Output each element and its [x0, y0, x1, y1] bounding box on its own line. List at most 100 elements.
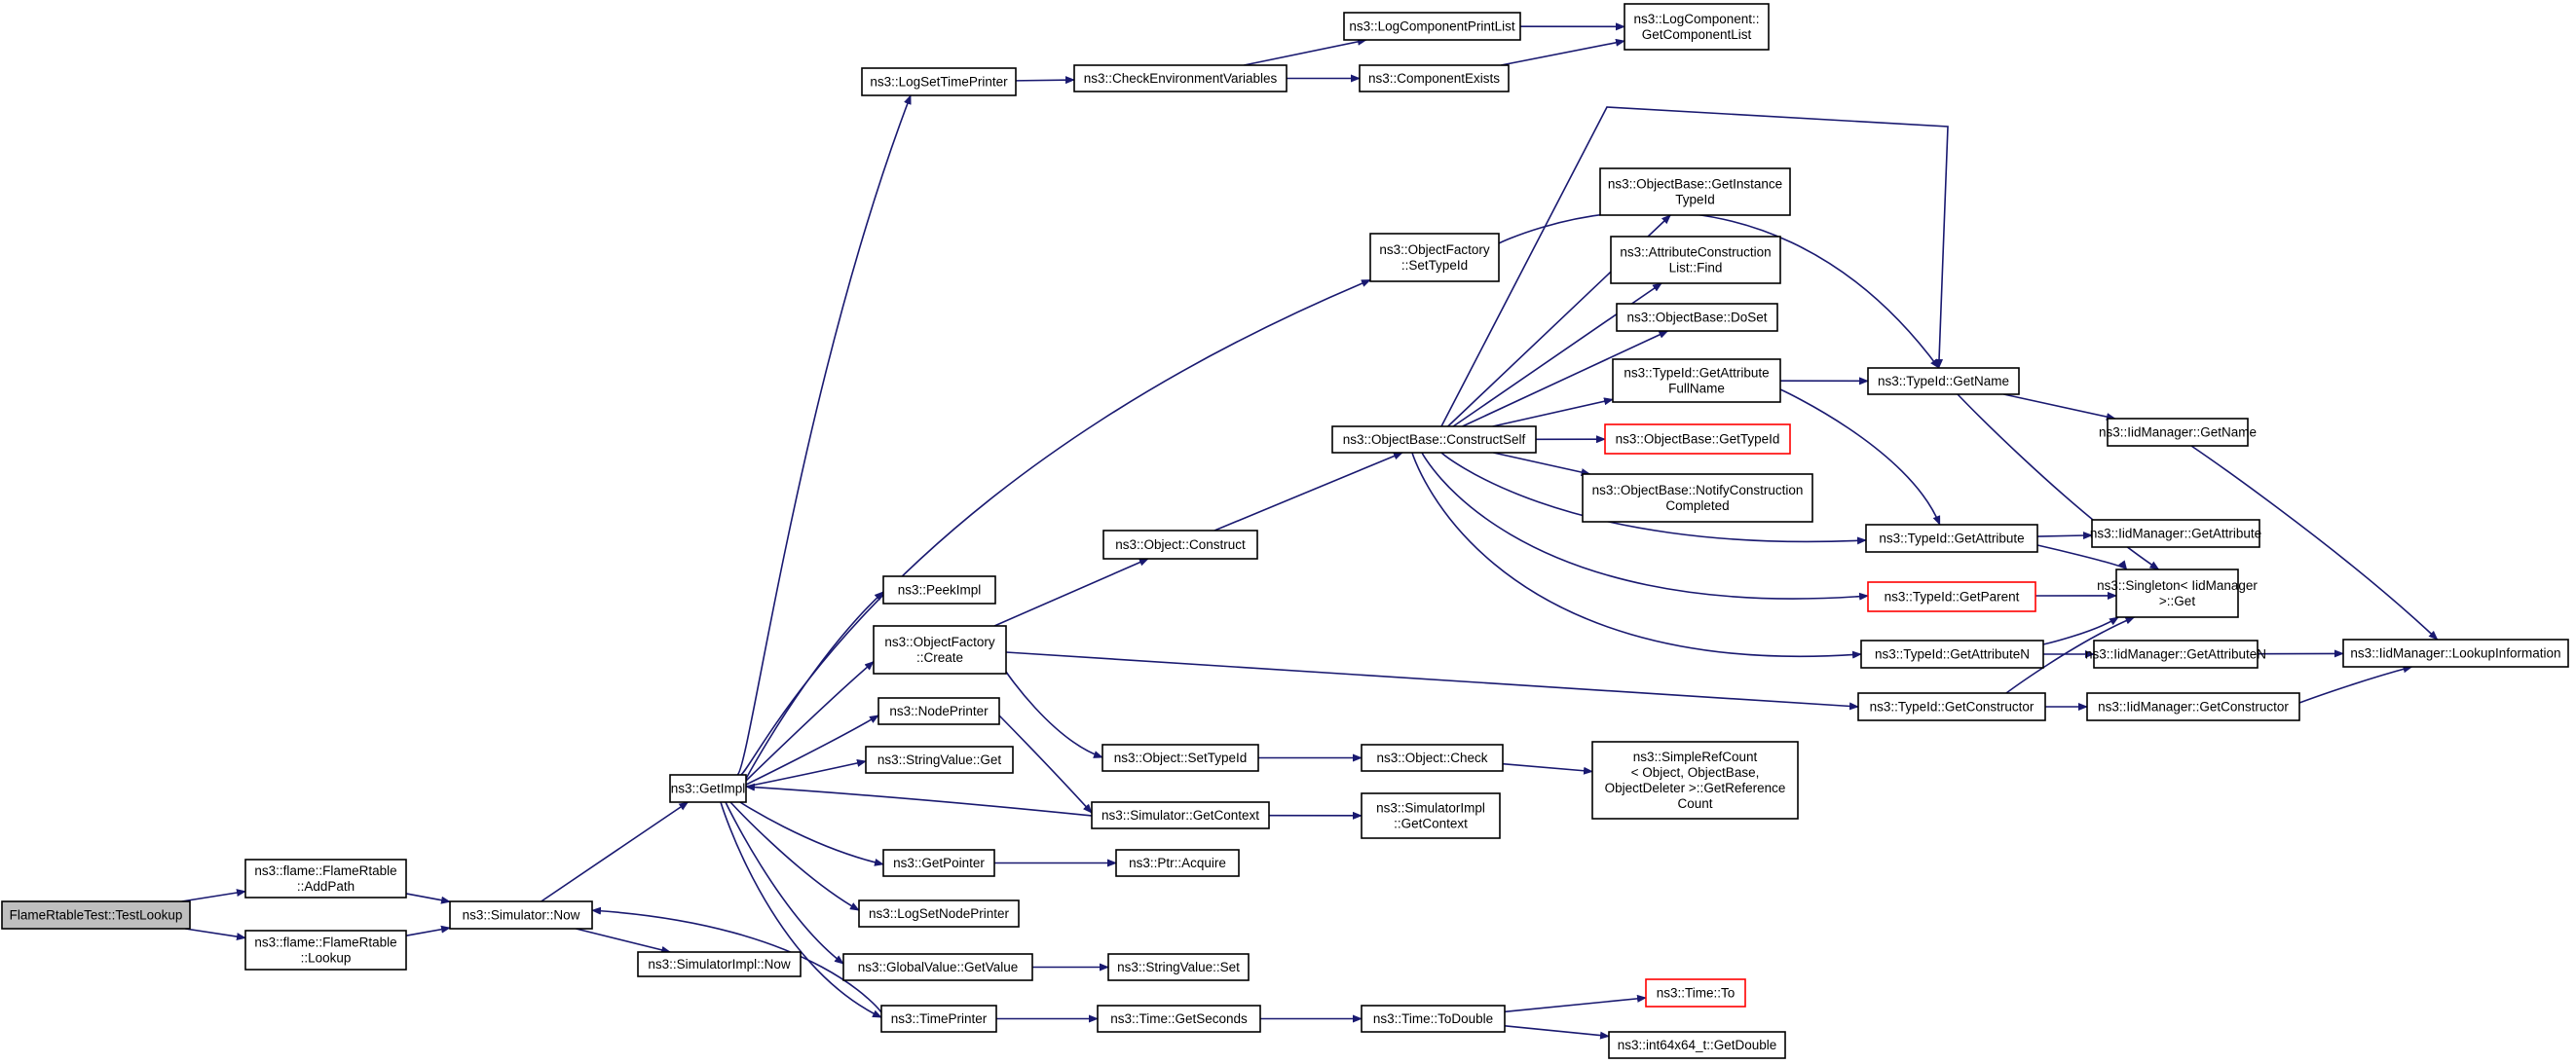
node-box[interactable] [1857, 692, 2046, 721]
node-box[interactable] [873, 625, 1007, 675]
graph-node-n32[interactable]: ns3::ObjectFactory::Create [873, 625, 1007, 675]
node-box[interactable] [882, 849, 995, 877]
graph-node-n39[interactable]: ns3::SimulatorImpl::GetContext [1361, 792, 1501, 839]
node-box[interactable] [1860, 640, 2044, 669]
graph-node-n2[interactable]: ns3::flame::FlameRtable::Lookup [244, 930, 407, 971]
graph-node-n22[interactable]: ns3::IidManager::GetAttribute [2090, 519, 2261, 548]
node-box[interactable] [1073, 64, 1288, 92]
node-box[interactable] [244, 930, 407, 971]
graph-node-n28[interactable]: ns3::TypeId::GetConstructor [1857, 692, 2046, 721]
node-box[interactable] [1867, 581, 2036, 612]
node-box[interactable] [1624, 3, 1770, 51]
graph-node-n7[interactable]: ns3::CheckEnvironmentVariables [1073, 64, 1288, 92]
node-box[interactable] [1361, 1005, 1506, 1033]
graph-node-n9[interactable]: ns3::ComponentExists [1359, 64, 1510, 92]
node-box[interactable] [882, 575, 996, 605]
node-box[interactable] [637, 951, 802, 977]
graph-node-n5[interactable]: ns3::GetImpl [669, 774, 747, 803]
graph-node-n48[interactable]: ns3::Time::To [1645, 978, 1746, 1008]
graph-node-n21[interactable]: ns3::TypeId::GetAttribute [1865, 524, 2038, 553]
node-box[interactable] [1359, 64, 1510, 92]
node-box[interactable] [1091, 801, 1270, 829]
graph-node-n29[interactable]: ns3::IidManager::GetConstructor [2086, 692, 2300, 721]
graph-node-n38[interactable]: ns3::Simulator::GetContext [1091, 801, 1270, 829]
node-box[interactable] [877, 697, 1000, 725]
graph-node-n10[interactable]: ns3::LogComponent::GetComponentList [1624, 3, 1770, 51]
graph-node-n25[interactable]: ns3::TypeId::GetAttributeN [1860, 640, 2044, 669]
node-box[interactable] [1102, 530, 1258, 560]
graph-node-n15[interactable]: ns3::ObjectBase::DoSet [1616, 303, 1778, 332]
graph-node-n41[interactable]: ns3::Ptr::Acquire [1115, 849, 1240, 877]
node-box[interactable] [2342, 639, 2569, 668]
graph-node-n18[interactable]: ns3::ObjectBase::NotifyConstructionCompl… [1582, 473, 1813, 523]
node-box[interactable] [1865, 524, 2038, 553]
graph-node-n47[interactable]: ns3::Time::ToDouble [1361, 1005, 1506, 1033]
graph-node-n34[interactable]: ns3::StringValue::Get [865, 746, 1014, 774]
graph-node-n19[interactable]: ns3::TypeId::GetName [1867, 367, 2020, 395]
node-box[interactable] [1361, 744, 1504, 772]
graph-node-n8[interactable]: ns3::LogComponentPrintList [1343, 12, 1521, 41]
node-box[interactable] [1115, 849, 1240, 877]
graph-node-n31[interactable]: ns3::PeekImpl [882, 575, 996, 605]
graph-node-n49[interactable]: ns3::int64x64_t::GetDouble [1608, 1031, 1786, 1059]
node-box[interactable] [2115, 569, 2239, 618]
node-box[interactable] [1612, 358, 1781, 403]
node-box[interactable] [865, 746, 1014, 774]
node-box[interactable] [449, 900, 593, 930]
node-box[interactable] [1097, 1005, 1261, 1033]
node-box[interactable] [861, 67, 1017, 96]
graph-node-n6[interactable]: ns3::LogSetTimePrinter [861, 67, 1017, 96]
graph-node-n17[interactable]: ns3::ObjectBase::GetTypeId [1604, 423, 1791, 455]
node-box[interactable] [1645, 978, 1746, 1008]
graph-node-n40[interactable]: ns3::GetPointer [882, 849, 995, 877]
node-box[interactable] [842, 953, 1033, 981]
node-box[interactable] [1616, 303, 1778, 332]
node-box[interactable] [2093, 640, 2259, 669]
graph-node-n4[interactable]: ns3::SimulatorImpl::Now [637, 951, 802, 977]
graph-node-n24[interactable]: ns3::TypeId::GetParent [1867, 581, 2036, 612]
graph-node-n37[interactable]: ns3::SimpleRefCount< Object, ObjectBase,… [1591, 741, 1799, 820]
graph-node-n35[interactable]: ns3::Object::SetTypeId [1101, 744, 1259, 772]
graph-node-n43[interactable]: ns3::GlobalValue::GetValue [842, 953, 1033, 981]
node-box[interactable] [244, 859, 407, 899]
graph-node-n11[interactable]: ns3::ObjectFactory::SetTypeId [1369, 233, 1500, 282]
graph-node-n27[interactable]: ns3::IidManager::LookupInformation [2342, 639, 2569, 668]
node-box[interactable] [2086, 692, 2300, 721]
graph-node-n20[interactable]: ns3::IidManager::GetName [2099, 418, 2257, 447]
node-box[interactable] [1107, 953, 1250, 981]
node-box[interactable] [2091, 519, 2260, 548]
node-box[interactable] [1608, 1031, 1786, 1059]
node-box[interactable] [1591, 741, 1799, 820]
graph-node-n33[interactable]: ns3::NodePrinter [877, 697, 1000, 725]
node-box[interactable] [1331, 425, 1537, 454]
node-box[interactable] [858, 899, 1020, 928]
node-box[interactable] [669, 774, 747, 803]
node-box[interactable] [1361, 792, 1501, 839]
node-box[interactable] [1604, 423, 1791, 455]
node-box[interactable] [1867, 367, 2020, 395]
graph-node-n46[interactable]: ns3::Time::GetSeconds [1097, 1005, 1261, 1033]
graph-node-n45[interactable]: ns3::TimePrinter [880, 1005, 997, 1033]
graph-node-n1[interactable]: ns3::flame::FlameRtable::AddPath [244, 859, 407, 899]
graph-node-n26[interactable]: ns3::IidManager::GetAttributeN [2085, 640, 2266, 669]
graph-node-n0[interactable]: FlameRtableTest::TestLookup [1, 900, 191, 930]
graph-node-n44[interactable]: ns3::StringValue::Set [1107, 953, 1250, 981]
graph-node-n36[interactable]: ns3::Object::Check [1361, 744, 1504, 772]
node-box[interactable] [1599, 167, 1791, 216]
node-box[interactable] [1101, 744, 1259, 772]
graph-node-n23[interactable]: ns3::Singleton< IidManager >::Get [2097, 569, 2258, 618]
graph-node-n42[interactable]: ns3::LogSetNodePrinter [858, 899, 1020, 928]
graph-node-n30[interactable]: ns3::Object::Construct [1102, 530, 1258, 560]
node-box[interactable] [1343, 12, 1521, 41]
node-box[interactable] [1369, 233, 1500, 282]
node-box[interactable] [880, 1005, 997, 1033]
graph-node-n12[interactable]: ns3::ObjectBase::ConstructSelf [1331, 425, 1537, 454]
node-box[interactable] [1610, 236, 1781, 284]
node-box[interactable] [2107, 418, 2249, 447]
graph-node-n3[interactable]: ns3::Simulator::Now [449, 900, 593, 930]
node-box[interactable] [1, 900, 191, 930]
node-box[interactable] [1582, 473, 1813, 523]
